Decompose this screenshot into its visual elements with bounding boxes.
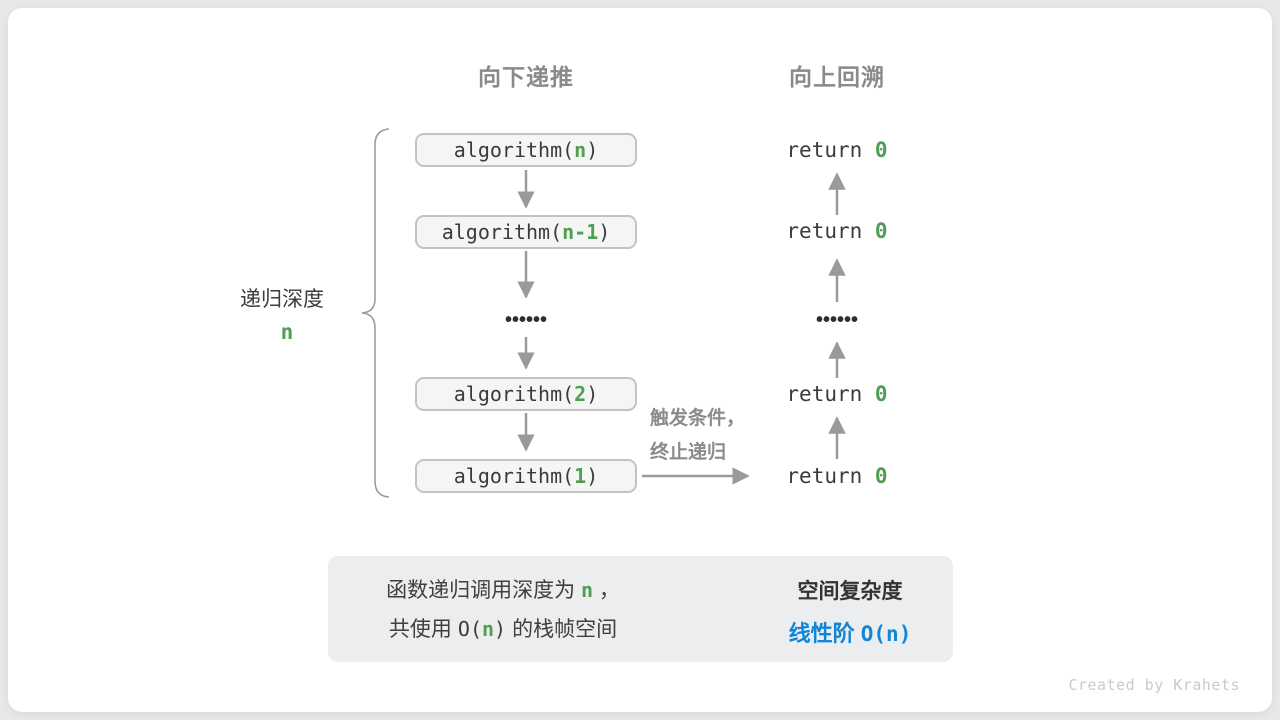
frame-text: algorithm( xyxy=(453,464,575,488)
return-statement: return 0 xyxy=(726,214,948,248)
ellipsis-dots: •••••• xyxy=(815,309,858,331)
complexity-result-title: 空间复杂度 xyxy=(797,580,903,603)
return-value: 0 xyxy=(874,219,888,243)
credit-watermark: Created by Krahets xyxy=(1068,676,1240,694)
recursion-depth-value: n xyxy=(280,320,294,344)
base-case-note-line1: 触发条件， xyxy=(650,408,746,429)
base-case-note-line2: 终止递归 xyxy=(650,442,727,463)
frame-text: algorithm( xyxy=(453,138,575,162)
column-title-backtrack-up: 向上回溯 xyxy=(789,64,885,90)
call-frame-algorithm-n: algorithm(n) xyxy=(415,133,637,167)
frame-arg: 2 xyxy=(574,382,587,406)
return-value: 0 xyxy=(874,138,888,162)
return-keyword: return xyxy=(786,138,875,162)
return-statement: return 0 xyxy=(726,133,948,167)
frame-text: ) xyxy=(586,138,599,162)
call-frame-algorithm-n-1: algorithm(n-1) xyxy=(415,215,637,249)
complexity-result-value: 线性阶 O(n) xyxy=(788,621,912,646)
frame-arg: n xyxy=(574,138,587,162)
summary-panel xyxy=(328,556,953,662)
summary-arg: n xyxy=(482,617,495,641)
frame-text: algorithm( xyxy=(441,220,563,244)
frame-arg: n-1 xyxy=(562,220,599,244)
return-value: 0 xyxy=(874,464,888,488)
return-keyword: return xyxy=(786,219,875,243)
return-keyword: return xyxy=(786,464,875,488)
big-o-notation: O(n) xyxy=(457,617,507,641)
summary-line1: 函数递归调用深度为 n ， xyxy=(386,578,620,602)
call-frame-algorithm-2: algorithm(2) xyxy=(415,377,637,411)
frame-text: ) xyxy=(586,464,599,488)
return-value: 0 xyxy=(874,382,888,406)
recursion-depth-label: 递归深度 xyxy=(240,288,324,311)
big-o-notation: O(n) xyxy=(860,622,912,646)
frame-text: algorithm( xyxy=(453,382,575,406)
call-frame-algorithm-1: algorithm(1) xyxy=(415,459,637,493)
column-title-recurse-down: 向下递推 xyxy=(478,64,574,90)
return-keyword: return xyxy=(786,382,875,406)
return-statement: return 0 xyxy=(726,459,948,493)
summary-arg: n xyxy=(580,578,594,602)
frame-arg: 1 xyxy=(574,464,587,488)
ellipsis-dots: •••••• xyxy=(504,309,547,331)
complexity-result: 空间复杂度 线性阶 O(n) xyxy=(750,575,950,648)
frame-text: ) xyxy=(598,220,611,244)
frame-text: ) xyxy=(586,382,599,406)
return-statement: return 0 xyxy=(726,377,948,411)
